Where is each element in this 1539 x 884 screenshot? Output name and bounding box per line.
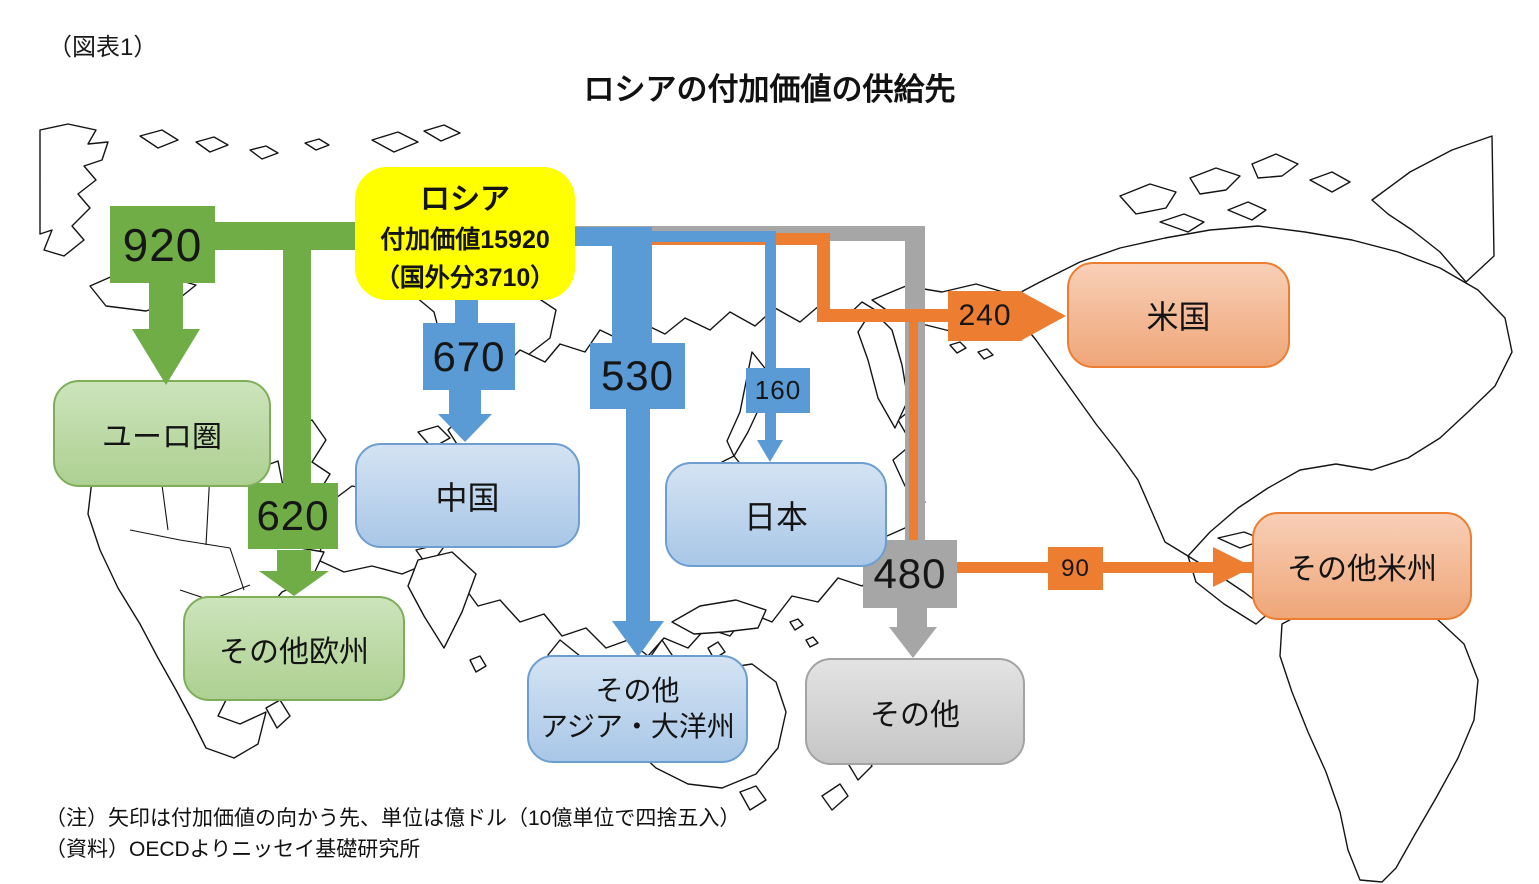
russia-node-name: ロシア [420,182,510,216]
destination-label-other: その他 [870,698,960,732]
map-greenland-west [39,123,109,257]
russia-node: ロシア 付加価値15920 （国外分3710） [355,167,575,300]
flow-other-europe-vertical-band [283,246,311,484]
destination-box-japan: 日本 [665,462,887,567]
flow-other-asia-horizontal-band [572,227,652,246]
destination-label-euro: ユーロ圏 [102,420,222,454]
flow-other-europe-stem [277,550,311,573]
figure-label: （図表1） [48,34,158,61]
destination-label-other-americas: その他米州 [1287,553,1437,586]
russia-node-value-added: 付加価値15920 [380,225,550,254]
map-new-guinea [671,599,767,635]
flow-euro-stem [149,282,183,330]
destination-label-china: 中国 [435,479,500,516]
flow-japan-vertical-band [765,231,776,369]
destination-box-china: 中国 [355,443,580,548]
flow-other-arrowhead [889,627,937,658]
russia-node-foreign-share: （国外分3710） [374,263,556,292]
flow-china-arrowhead [438,414,492,442]
flow-japan-arrowhead [757,440,783,462]
flow-china-value: 670 [432,332,506,380]
flow-other-americas-arrowhead [1213,547,1253,587]
flow-other-asia-value: 530 [600,352,675,399]
destination-box-other: その他 [805,658,1025,765]
flow-other-americas-horizontal-band [955,562,1255,573]
map-india [407,551,477,649]
map-greenland-east [1371,135,1495,283]
flow-china-value-block: 670 [423,323,515,390]
flow-other-americas-value-block: 90 [1048,547,1103,590]
flow-other-value: 480 [873,550,947,597]
flow-china-lower-stem [449,388,481,416]
flow-usa-vertical-band [817,233,830,322]
page-title: ロシアの付加価値の供給先 [583,72,956,107]
flow-usa-horizontal-band-2 [817,309,950,322]
flow-euro-horizontal-band [215,222,357,250]
flow-japan-value: 160 [754,375,802,405]
flow-euro-value-block: 920 [110,206,215,283]
destination-label-japan: 日本 [743,498,808,535]
source-line: （資料）OECDよりニッセイ基礎研究所 [45,838,421,861]
destination-box-usa: 米国 [1067,262,1290,368]
flow-usa-value-block: 240 [948,291,1022,341]
flow-other-europe-value: 620 [256,492,330,539]
flow-other-americas-vertical-band [909,320,918,542]
flow-other-asia-upper-stem [612,242,652,345]
flow-other-asia-arrowhead [612,621,664,657]
destination-box-other-americas: その他米州 [1252,512,1472,620]
flow-japan-value-block: 160 [746,368,810,413]
flow-other-europe-arrowhead [259,571,329,596]
flow-japan-horizontal-band [648,231,776,242]
flow-other-stem [897,607,927,629]
flow-usa-arrowhead [1022,292,1066,340]
flow-other-americas-value: 90 [1061,554,1090,582]
flow-other-value-block: 480 [863,540,957,608]
flow-usa-value: 240 [958,299,1012,332]
destination-label-usa: 米国 [1146,299,1211,335]
map-south-america [1279,597,1479,883]
destination-box-other-asia: その他 アジア・大洋州 [527,655,748,763]
flow-other-europe-value-block: 620 [248,483,338,549]
flow-other-asia-value-block: 530 [590,343,685,409]
destination-box-euro: ユーロ圏 [53,380,271,487]
destination-label-other-asia-line2: アジア・大洋州 [540,711,735,742]
flow-china-stem [455,298,478,325]
flow-other-asia-lower-stem [626,408,650,623]
flow-euro-arrowhead [132,329,200,385]
destination-label-other-europe: その他欧州 [219,635,369,669]
destination-label-other-asia-line1: その他 [595,674,680,706]
note-line: （注）矢印は付加価値の向かう先、単位は億ドル（10億単位で四捨五入） [45,807,741,830]
destination-box-other-europe: その他欧州 [183,596,405,701]
flow-japan-stem [765,412,776,442]
flow-euro-value: 920 [122,218,203,271]
